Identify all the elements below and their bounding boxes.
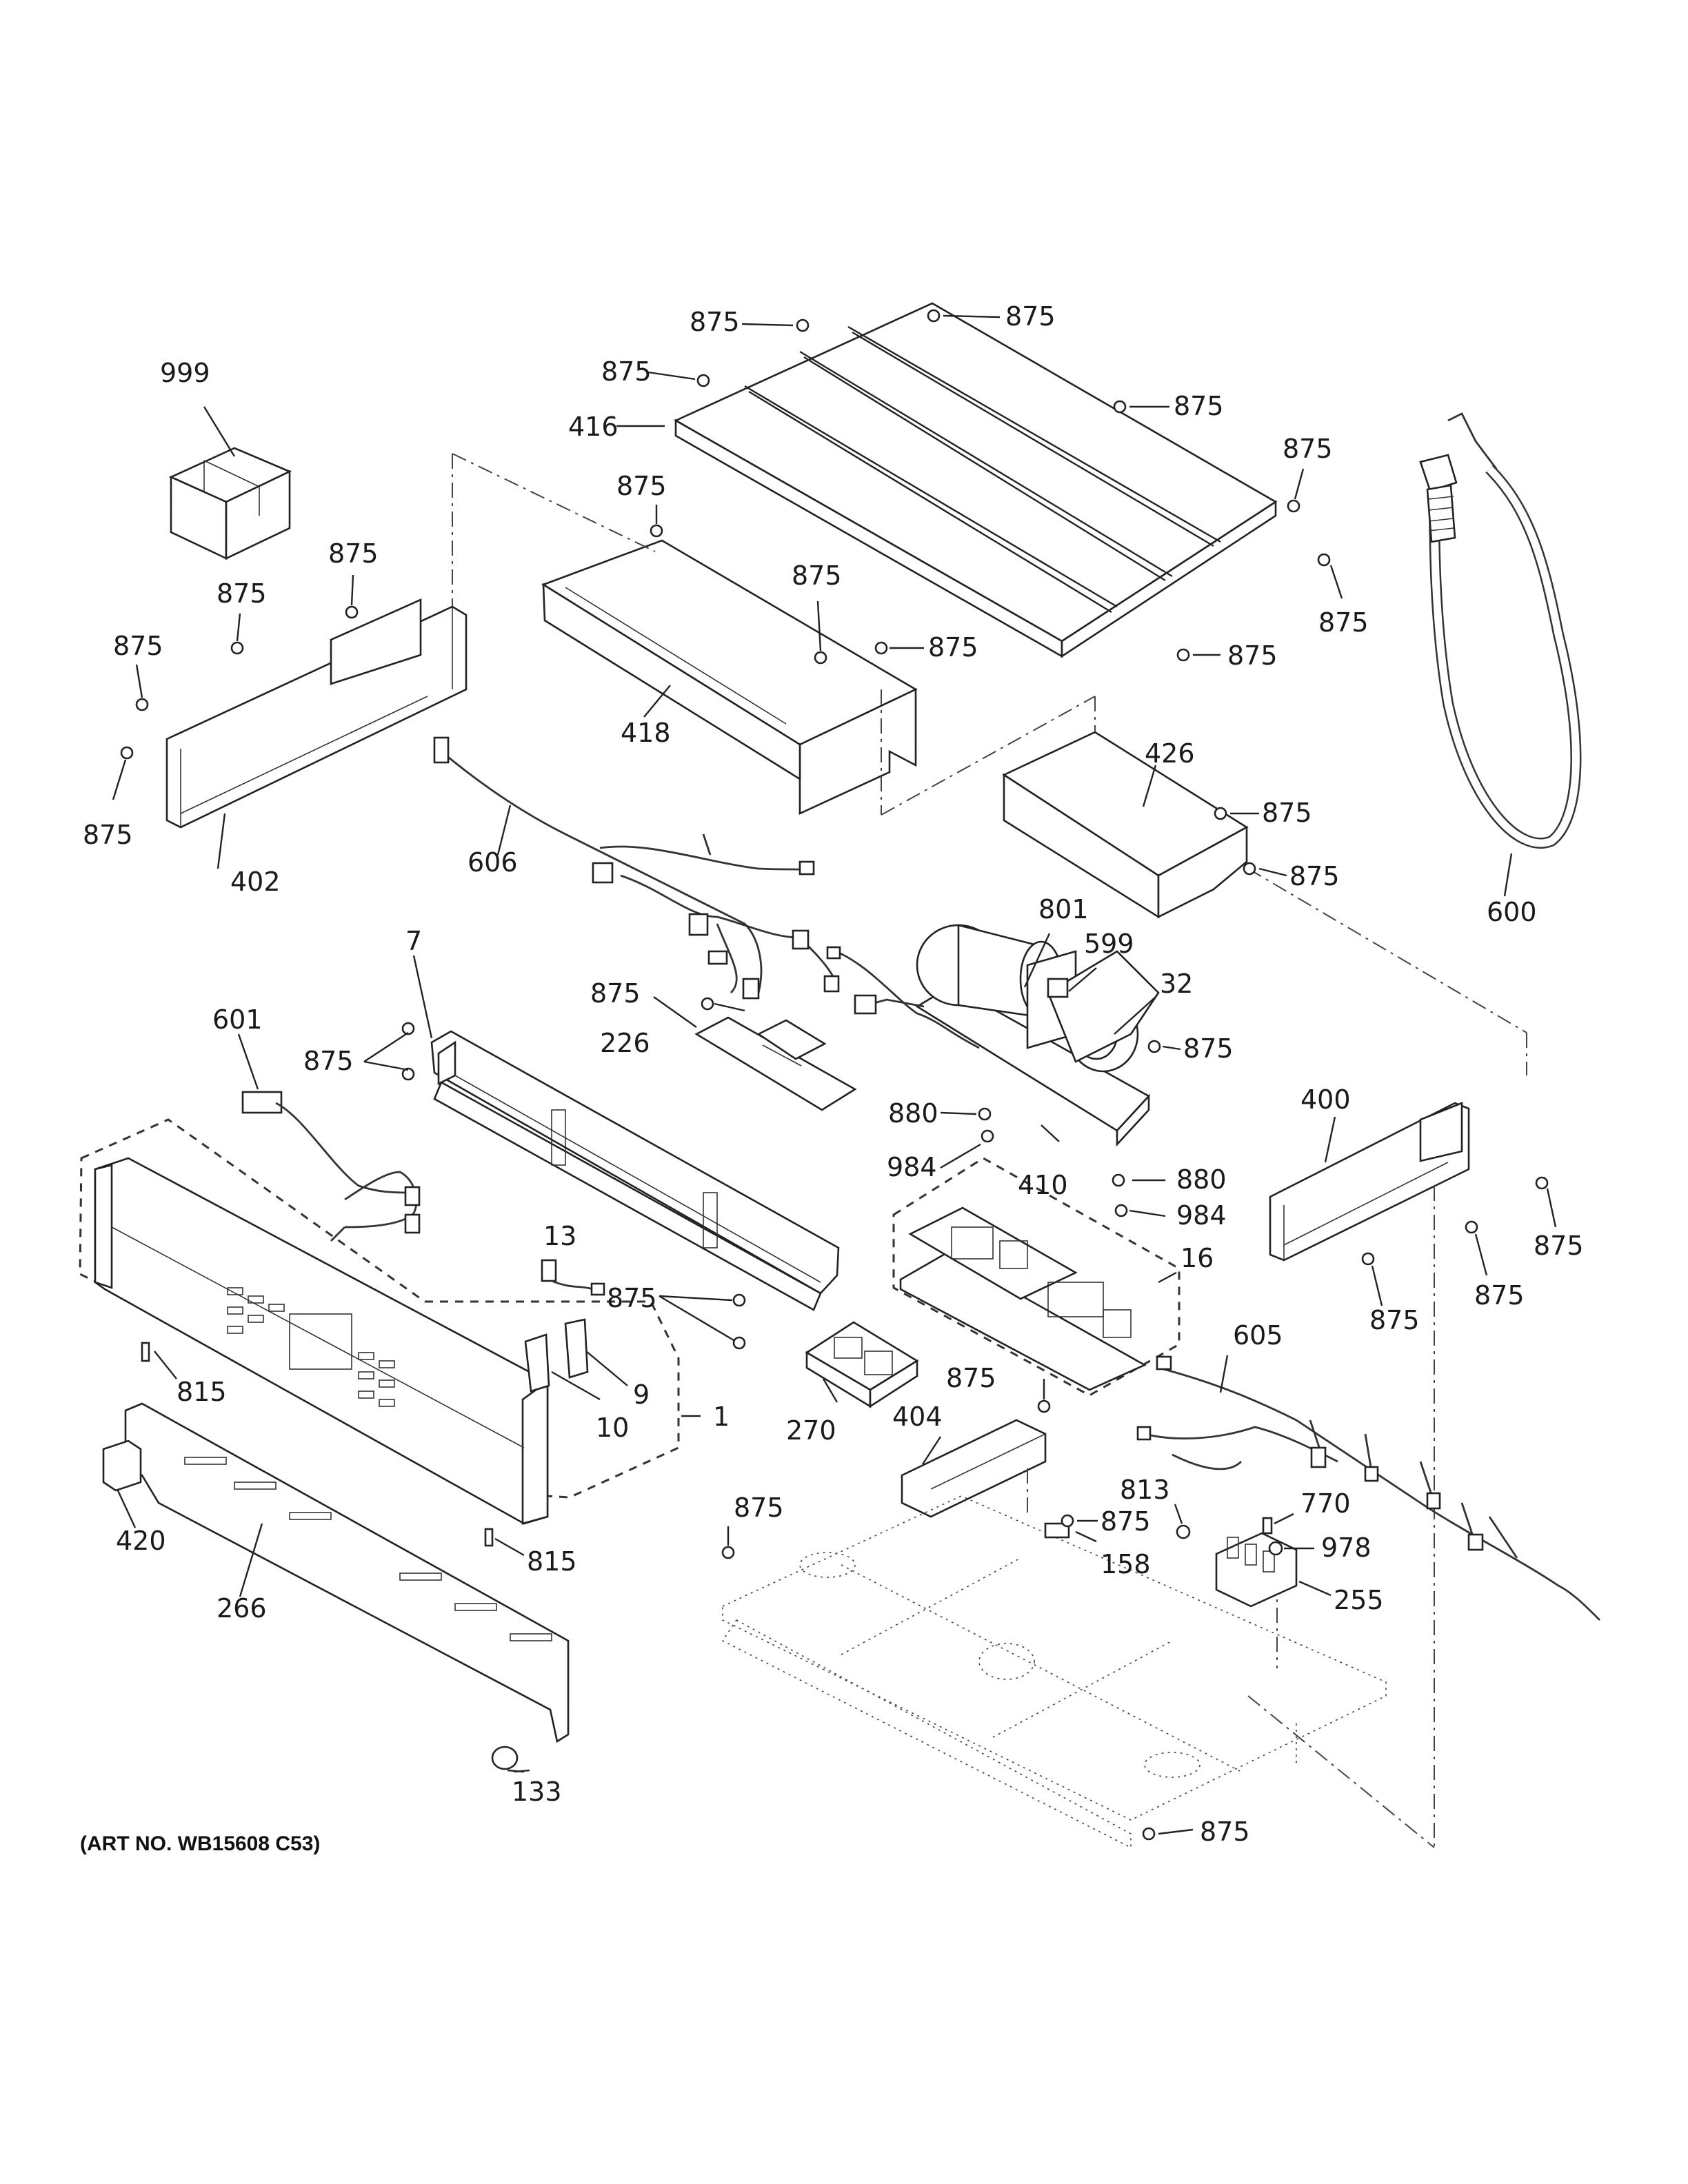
callout-875-d: 875 (792, 560, 842, 591)
callout-13: 13 (543, 1221, 576, 1251)
part-404-bracket (901, 1419, 1047, 1518)
callout-418: 418 (621, 718, 671, 748)
callout-158: 158 (1101, 1549, 1151, 1579)
part-418-shroud (452, 453, 918, 816)
part-270-board (805, 1321, 919, 1408)
callout-32: 32 (1160, 969, 1193, 999)
callout-875-k: 875 (303, 1046, 354, 1076)
callout-875-c: 875 (217, 578, 267, 609)
callout-875-l: 875 (1183, 1033, 1234, 1064)
callout-606: 606 (468, 847, 518, 878)
callout-875-q: 875 (946, 1363, 996, 1393)
callout-605: 605 (1233, 1320, 1283, 1351)
part-226-plate (653, 996, 857, 1111)
callout-875-r: 875 (1101, 1506, 1151, 1537)
callout-984-a: 984 (887, 1152, 937, 1182)
part-9-10-lamps (524, 1318, 628, 1401)
callout-875-m: 875 (1534, 1231, 1584, 1261)
leader-lines (112, 314, 1557, 1835)
part-420-clip (102, 1439, 142, 1528)
callout-410: 410 (1018, 1170, 1068, 1200)
callout-999: 999 (160, 358, 210, 388)
part-7-frame (412, 955, 840, 1311)
part-770-screw (1262, 1513, 1294, 1535)
part-13-sensor (541, 1259, 605, 1296)
callout-875-top5: 875 (1283, 434, 1333, 464)
part-999-box (168, 406, 292, 560)
part-402-side-rail (165, 598, 468, 829)
callout-875-b: 875 (328, 538, 379, 569)
part-133-bumper (491, 1746, 530, 1773)
part-600-hose (1419, 412, 1582, 897)
screw-icons (120, 309, 1549, 1841)
callout-875-top7: 875 (1227, 640, 1278, 671)
callout-813: 813 (1120, 1475, 1170, 1505)
callout-16: 16 (1180, 1243, 1214, 1273)
part-32-blower (826, 924, 1160, 1147)
keypad-buttons (227, 1287, 395, 1407)
callout-7: 7 (405, 926, 422, 956)
callout-875-h: 875 (1262, 798, 1312, 828)
part-978-screw (1268, 1541, 1314, 1556)
callout-978: 978 (1321, 1533, 1372, 1563)
callout-875-top6: 875 (1318, 607, 1369, 638)
part-426-shield (881, 689, 1249, 919)
callout-600: 600 (1487, 897, 1537, 927)
callout-266: 266 (217, 1593, 267, 1624)
callout-880-a: 880 (888, 1098, 938, 1129)
callout-875-e: 875 (928, 632, 978, 663)
callout-255: 255 (1334, 1585, 1384, 1615)
callout-402: 402 (230, 867, 281, 897)
callout-770: 770 (1300, 1488, 1351, 1519)
callout-404: 404 (892, 1402, 943, 1432)
callout-labels: 999 875 875 875 875 875 875 875 416 875 … (80, 301, 1584, 1855)
part-605-harness (1136, 1355, 1600, 1621)
callout-420: 420 (116, 1526, 166, 1556)
callout-875-i: 875 (1289, 861, 1340, 891)
part-416-top-panel (674, 302, 1278, 658)
part-1-control-panel (79, 1118, 701, 1525)
callout-984-b: 984 (1176, 1200, 1227, 1231)
callout-599: 599 (1084, 929, 1134, 959)
part-400-side-rail (1247, 868, 1527, 1848)
callout-875-top4: 875 (1174, 391, 1224, 421)
callout-270: 270 (786, 1415, 836, 1446)
part-601-harness (237, 1033, 421, 1242)
base-pan (721, 1468, 1435, 1849)
callout-875-top2: 875 (1005, 301, 1056, 332)
callout-875-g: 875 (83, 820, 133, 850)
callout-880-b: 880 (1176, 1164, 1227, 1195)
callout-875-a: 875 (616, 471, 667, 501)
callout-815-a: 815 (177, 1377, 227, 1407)
callout-226: 226 (600, 1028, 650, 1058)
callout-875-top3: 875 (601, 356, 652, 387)
callout-875-t: 875 (1200, 1817, 1250, 1847)
callout-815-b: 815 (527, 1546, 577, 1577)
callout-416: 416 (568, 412, 619, 442)
callout-875-p: 875 (607, 1283, 657, 1313)
callout-400: 400 (1300, 1084, 1351, 1115)
callout-875-f: 875 (113, 631, 163, 661)
callout-426: 426 (1145, 738, 1195, 769)
part-606-harness (433, 736, 840, 1000)
callout-875-top1: 875 (690, 307, 740, 337)
callout-875-n: 875 (1369, 1305, 1420, 1335)
callout-10: 10 (596, 1413, 629, 1443)
part-813-screw (1174, 1504, 1191, 1539)
callout-875-o: 875 (1474, 1280, 1525, 1311)
callout-875-s: 875 (734, 1493, 784, 1523)
callout-1: 1 (713, 1402, 730, 1432)
callout-133: 133 (512, 1777, 562, 1807)
callout-875-j: 875 (590, 978, 641, 1009)
part-158-terminal (1044, 1522, 1097, 1543)
art-number: (ART NO. WB15608 C53) (80, 1832, 320, 1855)
callout-9: 9 (633, 1379, 650, 1410)
callout-801: 801 (1038, 894, 1089, 924)
callout-601: 601 (212, 1004, 263, 1035)
part-16-board (892, 1157, 1180, 1397)
